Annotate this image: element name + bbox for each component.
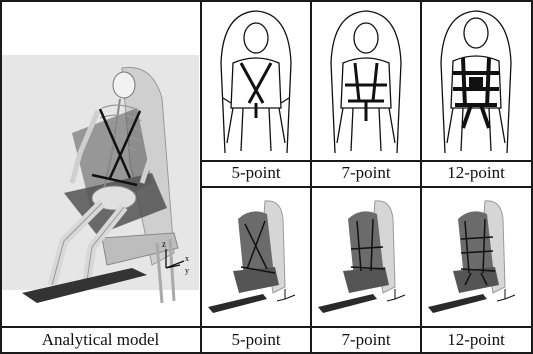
- sketch-5-point: [203, 3, 309, 159]
- table-rule-upper-caption-bottom: [201, 186, 533, 188]
- table-border-right: [531, 0, 533, 354]
- table-rule-lower-caption-top: [0, 326, 533, 328]
- caption-7-point-top: 7-point: [313, 163, 419, 183]
- sketch-7-point: [313, 3, 419, 159]
- caption-7-point-bottom: 7-point: [313, 330, 419, 350]
- axis-label-y: y: [185, 266, 189, 275]
- table-col-divider-2: [310, 0, 312, 354]
- skeleton-seat-render: z x y: [2, 3, 199, 323]
- table-border-top: [0, 0, 533, 2]
- caption-12-point-bottom: 12-point: [423, 330, 529, 350]
- caption-5-point-bottom: 5-point: [203, 330, 309, 350]
- table-col-divider-3: [420, 0, 422, 354]
- table-border-left: [0, 0, 2, 354]
- axis-label-x: x: [185, 254, 189, 263]
- table-rule-upper-caption-top: [201, 160, 533, 162]
- caption-5-point-top: 5-point: [203, 163, 309, 183]
- table-col-divider-1: [200, 0, 202, 354]
- caption-12-point-top: 12-point: [423, 163, 529, 183]
- sketch-12-point: [423, 3, 529, 159]
- caption-analytical-model: Analytical model: [2, 330, 199, 350]
- analytical-model-image: z x y: [2, 3, 199, 323]
- render-7-point: [313, 189, 419, 322]
- render-5-point: [203, 189, 309, 322]
- render-12-point: [423, 189, 529, 322]
- axis-label-z: z: [162, 239, 166, 249]
